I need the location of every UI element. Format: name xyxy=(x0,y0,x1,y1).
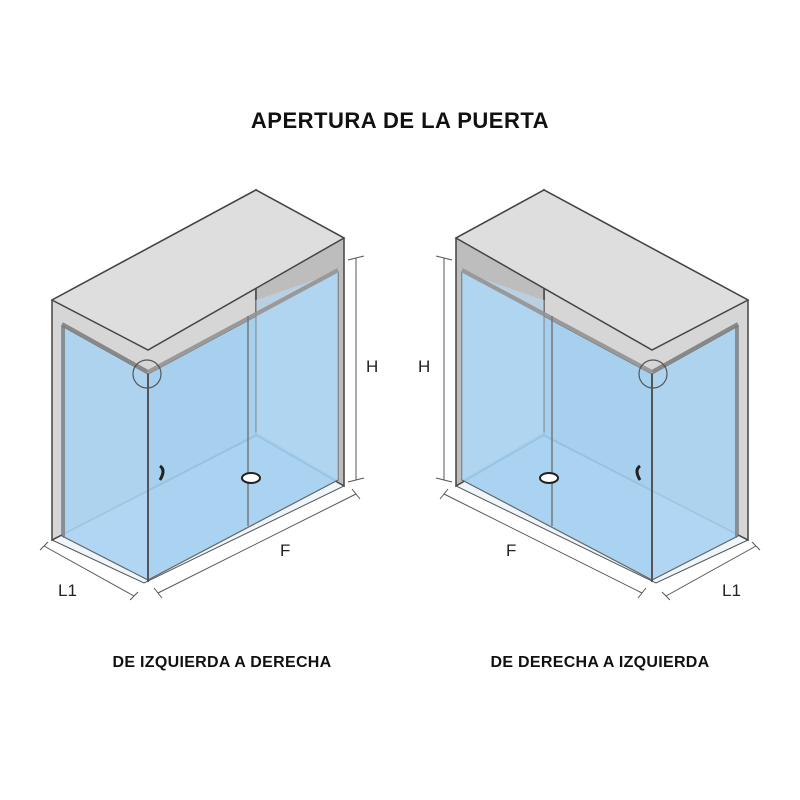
dimension-tick xyxy=(751,541,761,551)
caption-right-to-left: DE DERECHA A IZQUIERDA xyxy=(490,654,710,671)
detail-circle xyxy=(132,359,162,389)
dimension-l1-label: L1 xyxy=(722,581,741,600)
dimension-f-label: F xyxy=(280,541,290,560)
dimension-f-label: F xyxy=(506,541,516,560)
door-handle xyxy=(635,464,642,481)
dimension-l1-line xyxy=(665,545,757,597)
dimension-f-line xyxy=(157,493,357,594)
back-wall-upper xyxy=(50,189,346,351)
dimension-tick xyxy=(661,591,671,601)
top-rail xyxy=(651,322,739,374)
dimension-tick xyxy=(129,591,139,601)
top-rail-front xyxy=(147,268,339,374)
shower-diagram-left: H F L1 xyxy=(39,188,378,601)
dimension-tick xyxy=(435,477,453,483)
dimension-tick xyxy=(435,255,453,261)
shower-diagram-right xyxy=(435,188,761,601)
dimension-tick xyxy=(39,541,49,551)
detail-circle xyxy=(638,359,668,389)
dimension-l1-line xyxy=(43,545,135,597)
back-wall-upper xyxy=(454,189,750,351)
dimension-tick xyxy=(347,255,365,261)
dimension-f-line xyxy=(443,493,643,594)
dimension-tick xyxy=(347,477,365,483)
dimension-tick xyxy=(637,587,647,599)
door-handle xyxy=(158,464,165,481)
glass-back-panel xyxy=(462,272,544,480)
dimension-h-label: H xyxy=(418,357,430,376)
drain xyxy=(241,472,261,484)
page-title: APERTURA DE LA PUERTA xyxy=(250,108,550,133)
dimension-h-label: H xyxy=(366,357,378,376)
glass-back-panel xyxy=(256,272,338,480)
dimension-tick xyxy=(439,488,449,500)
dimension-tick xyxy=(351,488,361,500)
caption-left-to-right: DE IZQUIERDA A DERECHA xyxy=(112,654,332,671)
dimension-l1-label: L1 xyxy=(58,581,77,600)
dimension-tick xyxy=(153,587,163,599)
top-rail xyxy=(61,322,149,374)
top-rail-front xyxy=(461,268,653,374)
drain xyxy=(539,472,559,484)
